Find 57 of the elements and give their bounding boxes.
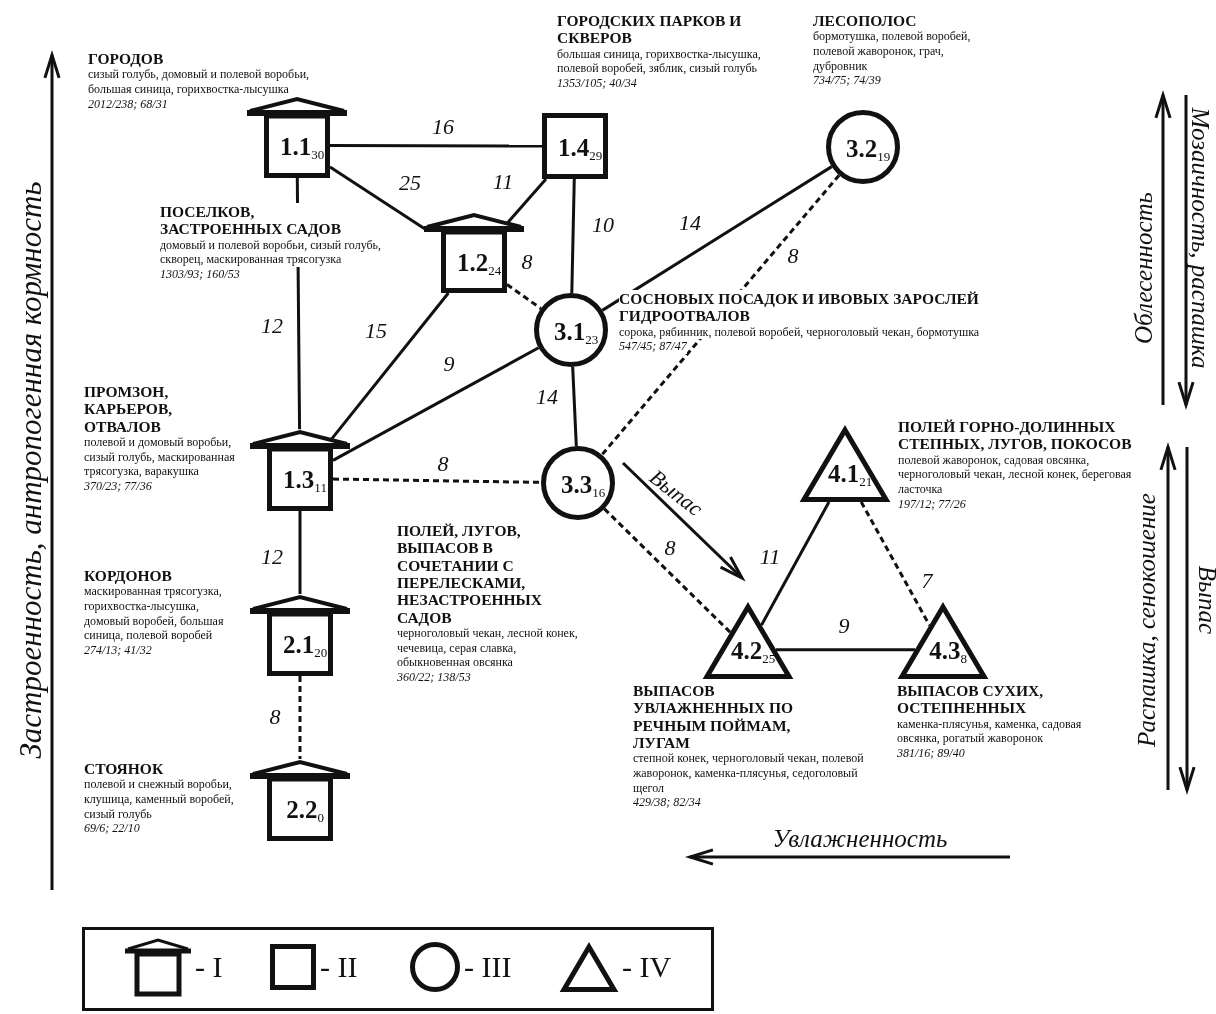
legend-text: - III: [464, 952, 512, 982]
node-number: 1.1$_{30}$: [279, 134, 325, 161]
connector-line: [601, 165, 833, 312]
node-number: 3.2$_{19}$: [845, 135, 891, 163]
species-list: полевой и домовый воробьи, сизый голубь, маскированная трясогузка, варакушка: [84, 435, 236, 479]
node-number: 1.3$_{11}$: [283, 467, 327, 494]
circle-node: [541, 446, 615, 520]
circle-node: [826, 110, 900, 184]
dashed-connector: [600, 174, 841, 456]
node-number: 2.2$_{0}$: [286, 797, 324, 824]
triangle-node: [703, 602, 793, 679]
node-number: 4.2$_{25}$: [730, 638, 776, 666]
legend-text: - II: [320, 952, 358, 982]
census-figures: 547/45; 87/47: [619, 339, 687, 355]
dashed-connector: [332, 477, 542, 484]
axis-caption: Застроенность, антропогенная кормность: [14, 181, 46, 759]
connector-line: [760, 501, 831, 626]
node-number: 1.4$_{29}$: [557, 134, 603, 162]
node-number: 4.3$_{8}$: [929, 638, 967, 666]
census-figures: 734/75; 74/39: [813, 73, 881, 89]
connector-line: [329, 292, 450, 441]
connector-line: [298, 511, 302, 594]
connector-line: [506, 178, 548, 225]
census-figures: 69/6; 22/10: [84, 821, 140, 837]
node-number: 4.1$_{21}$: [827, 461, 873, 489]
circle-node: [534, 293, 608, 367]
connector-line: [570, 178, 576, 294]
connector-line: [332, 346, 540, 462]
axis-caption: Мозаичность, распашка: [1187, 107, 1213, 369]
house-node: [250, 594, 350, 676]
legend-text: - IV: [622, 952, 672, 982]
axis-caption: Распашка, сенокошение: [1133, 493, 1159, 747]
dashed-connector: [603, 507, 732, 634]
node-number: 1.2$_{24}$: [456, 249, 502, 277]
dashed-connector: [298, 676, 302, 759]
census-figures: 360/22; 138/53: [397, 670, 471, 686]
triangle-node: [800, 425, 890, 502]
census-figures: 429/38; 82/34: [633, 795, 701, 811]
house-node: [424, 212, 524, 293]
axis-caption: Выпас: [1194, 565, 1216, 635]
node-number: 3.3$_{16}$: [560, 471, 606, 499]
house-node: [247, 96, 347, 178]
house-node: [250, 429, 350, 511]
axis-caption: Увлажненность: [772, 825, 948, 851]
connector-line: [329, 165, 426, 231]
legend-text: - I: [195, 952, 223, 982]
node-number: 3.1$_{23}$: [553, 318, 599, 346]
dashed-connector: [859, 501, 931, 626]
triangle-node: [898, 602, 988, 679]
dashed-connector: [506, 283, 542, 310]
connector-line: [571, 366, 578, 447]
house-node: [250, 759, 350, 841]
node-number: 2.1$_{20}$: [282, 632, 328, 659]
axis-caption: Облесенность: [1130, 192, 1156, 344]
square-node: [542, 113, 608, 179]
connector-line: [775, 648, 916, 652]
connector-line: [330, 144, 542, 148]
